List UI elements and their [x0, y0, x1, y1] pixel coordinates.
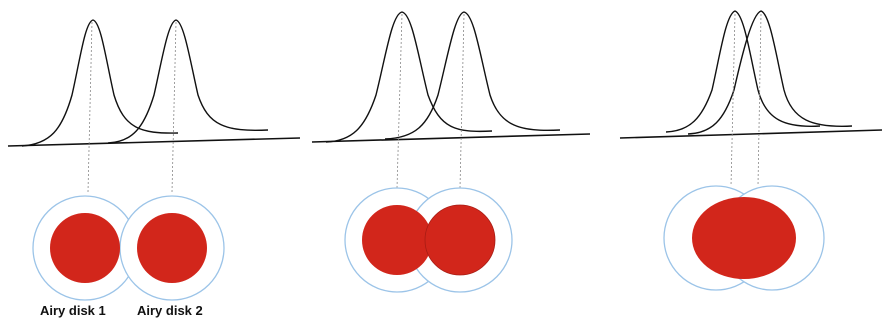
merged-airy-disk — [692, 197, 796, 279]
intensity-curve-2 — [687, 10, 853, 135]
baseline-axis — [619, 129, 883, 139]
guide-line-1 — [87, 21, 93, 193]
intensity-curve-2 — [384, 11, 561, 140]
panel-unresolved — [619, 10, 883, 291]
airy-disk-2-outline — [424, 204, 496, 276]
baseline-axis — [311, 133, 591, 143]
baseline-axis — [7, 137, 301, 147]
intensity-curve-1 — [325, 11, 493, 143]
panel-resolved: Airy disk 1 Airy disk 2 — [7, 19, 301, 318]
airy-disk-2 — [425, 205, 495, 275]
guide-line-2 — [757, 13, 762, 187]
intensity-curve-2 — [107, 19, 269, 144]
intensity-curve-1 — [21, 19, 179, 147]
guide-line-1 — [730, 13, 736, 187]
label-airy-disk-2: Airy disk 2 — [137, 303, 203, 318]
guide-line-1 — [396, 13, 403, 189]
airy-disk-1 — [50, 213, 120, 283]
label-airy-disk-1: Airy disk 1 — [40, 303, 106, 318]
guide-line-2 — [459, 13, 465, 189]
airy-disk-1 — [362, 205, 432, 275]
guide-line-2 — [171, 21, 177, 193]
intensity-curve-1 — [665, 10, 821, 133]
panel-just-resolved — [311, 11, 591, 293]
airy-disk-2 — [137, 213, 207, 283]
